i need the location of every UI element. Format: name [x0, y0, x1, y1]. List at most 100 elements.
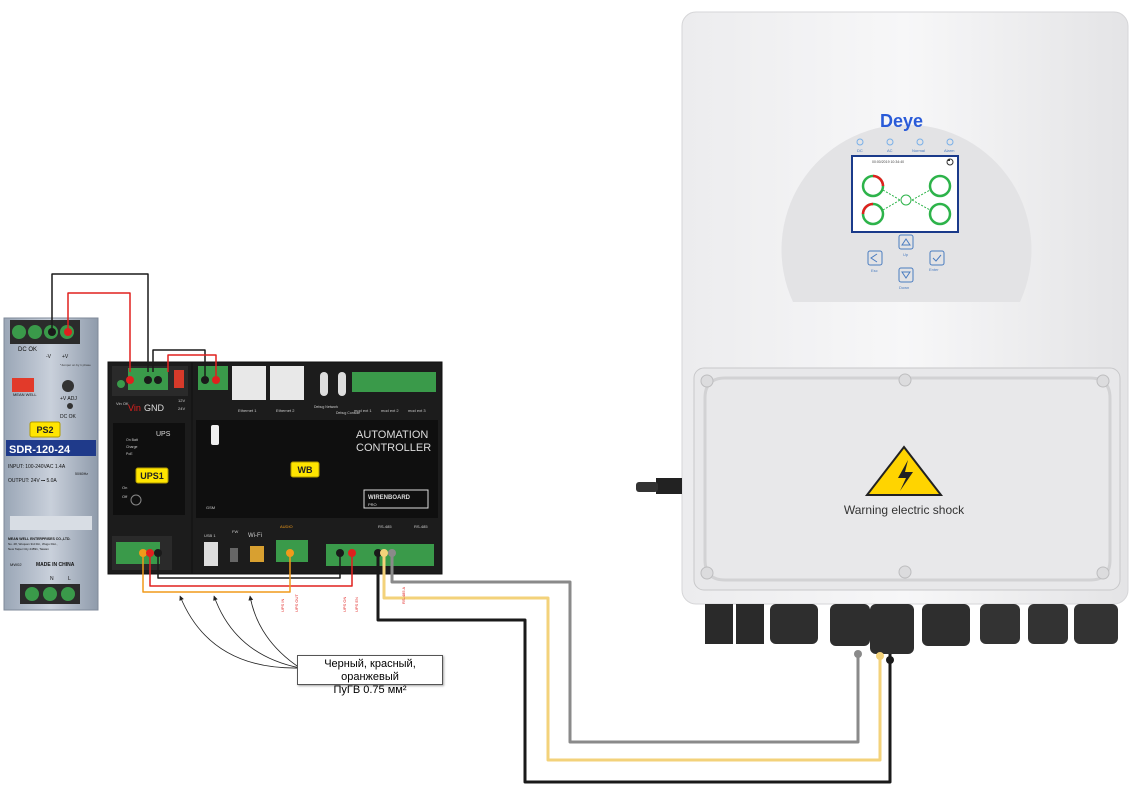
ups-power-button[interactable]: [130, 494, 142, 506]
ps2-label-l: L: [68, 576, 71, 582]
ps2-mw: MW02: [10, 562, 22, 567]
wb-rs485-1: RS-485: [378, 524, 392, 529]
label-ups-en: UPS EN: [354, 597, 359, 612]
inverter: Deye DC AC Normal Alarm 00:00/2019 10:34…: [636, 11, 1129, 654]
wb-title-2: CONTROLLER: [356, 442, 431, 454]
ups-vin-ok: Vin OK: [116, 401, 129, 406]
wb-debug-network: Debug Network: [314, 405, 338, 409]
ups-off: Off: [122, 494, 128, 499]
ps2-dc-ok: DC OK: [18, 347, 37, 353]
led-alarm-label: Alarm: [944, 148, 955, 153]
wb-eth1: Ethernet 1: [238, 408, 257, 413]
wire-caption: Черный, красный, оранжевый ПуГВ 0.75 мм²: [297, 655, 443, 696]
ups1-badge: [135, 467, 169, 484]
wb-usb1: USB 1: [204, 533, 216, 538]
down-label: Down: [899, 285, 909, 290]
ps2-model: SDR-120-24: [9, 444, 71, 456]
lightning-icon: [898, 460, 913, 491]
wb-rs485-2: RS-485: [414, 524, 428, 529]
ups1-badge-text: UPS1: [140, 471, 164, 481]
wire-ps2-ups-black: [51, 273, 149, 372]
down-button[interactable]: [898, 267, 914, 283]
ps2-minus-v: -V: [46, 354, 52, 360]
warning-text: Warning electric shock: [844, 503, 965, 517]
ps2-freq: 50/60Hz: [75, 472, 88, 476]
inverter-brand: Deye: [880, 111, 923, 131]
wb-badge-text: WB: [298, 465, 313, 475]
wb-badge: [290, 461, 320, 478]
wiring-cover: Warning electric shock: [693, 367, 1121, 591]
wb-power-switch[interactable]: [211, 425, 219, 445]
wires: [51, 273, 892, 784]
ps2-power-supply: DC OK -V +V *Jumper on by 1 phase MEAN W…: [3, 317, 99, 611]
ps2-plus-v: +V: [62, 354, 69, 360]
meanwell-logo: [12, 378, 34, 392]
ps2-badge-text: PS2: [36, 425, 53, 435]
ups-12v: 12V: [178, 398, 185, 403]
led-normal-label: Normal: [912, 148, 925, 153]
ups-on: On: [122, 485, 127, 490]
label-ups-in: UPS IN: [280, 599, 285, 612]
ps2-label-n: N: [50, 576, 54, 582]
ps2-addr2: New Taipei City 24891, Taiwan: [8, 547, 49, 551]
ps2-brand: MEAN WELL: [13, 392, 37, 397]
ups-status-batt: On Batt: [126, 438, 138, 442]
ps2-output: OUTPUT: 24V ⎓ 5.0A: [8, 478, 57, 484]
inverter-screen: 00:00/2019 10:34:40: [851, 155, 959, 233]
wire-ps2-ups-red: [67, 292, 131, 372]
screen-time: 00:00/2019 10:34:40: [872, 160, 904, 164]
wb-mod-ext-2: mod ext 2: [381, 408, 399, 413]
callout-arrows: [179, 595, 301, 669]
wb-mod-ext-3: mod ext 3: [408, 408, 426, 413]
ups-vin: Vin: [128, 403, 141, 413]
ups-24v: 24V: [178, 406, 185, 411]
label-ups-out: UPS OUT: [294, 594, 299, 612]
wb-pro: PRO: [368, 502, 377, 507]
ps2-adj: +V ADJ: [60, 396, 77, 402]
wb-controller: Ethernet 1 Ethernet 2 Debug Network Debu…: [191, 361, 443, 575]
up-label: Up: [903, 252, 909, 257]
inverter-keypad: Up Esc Enter Down: [867, 234, 945, 290]
ups-gnd: GND: [144, 403, 165, 413]
enter-label: Enter: [929, 267, 939, 272]
ps2-badge: [29, 421, 61, 438]
wire-ups-wb-red: [167, 354, 217, 376]
wb-fw: FW: [232, 529, 238, 534]
led-dc-label: DC: [857, 148, 863, 153]
wb-wifi: Wi-Fi: [248, 533, 262, 539]
status-leds: DC AC Normal Alarm: [856, 138, 955, 153]
caption-line-1: Черный, красный, оранжевый: [324, 658, 416, 683]
caption-line-2: ПуГВ 0.75 мм²: [333, 684, 407, 696]
ps2-dc-ok-led: DC OK: [60, 414, 77, 420]
wire-bottom-orange: [142, 556, 291, 593]
esc-button[interactable]: [867, 250, 883, 266]
enter-button[interactable]: [929, 250, 945, 266]
wb-eth2: Ethernet 2: [276, 408, 295, 413]
wire-ups-wb-black: [152, 349, 206, 376]
up-button[interactable]: [898, 234, 914, 250]
side-switch: [636, 478, 682, 494]
led-ac-label: AC: [887, 148, 893, 153]
wire-bottom-black: [157, 556, 341, 579]
label-ups-on: UPS ON: [342, 597, 347, 612]
wb-title-1: AUTOMATION: [356, 429, 428, 441]
din-modules: Vin OK Vin GND 12V 24V UPS On Batt Charg…: [107, 361, 443, 575]
ps2-made: MADE IN CHINA: [36, 562, 75, 568]
wire-rs485-black: [376, 556, 892, 784]
wb-mod-ext-1: mod ext 1: [354, 408, 372, 413]
wire-labels: UPS IN UPS OUT UPS ON UPS EN RS-485 A: [280, 587, 406, 612]
ups-status-charge: Charge: [126, 445, 138, 449]
ups-status-poe: PoE: [126, 452, 133, 456]
wb-audio: AUDIO: [280, 524, 293, 529]
ps2-company: MEAN WELL ENTERPRISES CO.,LTD.: [8, 537, 71, 541]
ups-title: UPS: [156, 431, 171, 438]
ups1-module: Vin OK Vin GND 12V 24V UPS On Batt Charg…: [107, 361, 193, 575]
wb-debug-console: Debug Console: [336, 411, 360, 415]
wire-rs485-gray: [390, 556, 860, 744]
wb-gsm: GSM: [206, 505, 215, 510]
cable-glands: [705, 604, 1118, 654]
esc-label: Esc: [871, 268, 878, 273]
ps2-jumper-note: *Jumper on by 1 phase: [60, 363, 91, 367]
wb-brand: WIRENBOARD: [368, 495, 411, 501]
